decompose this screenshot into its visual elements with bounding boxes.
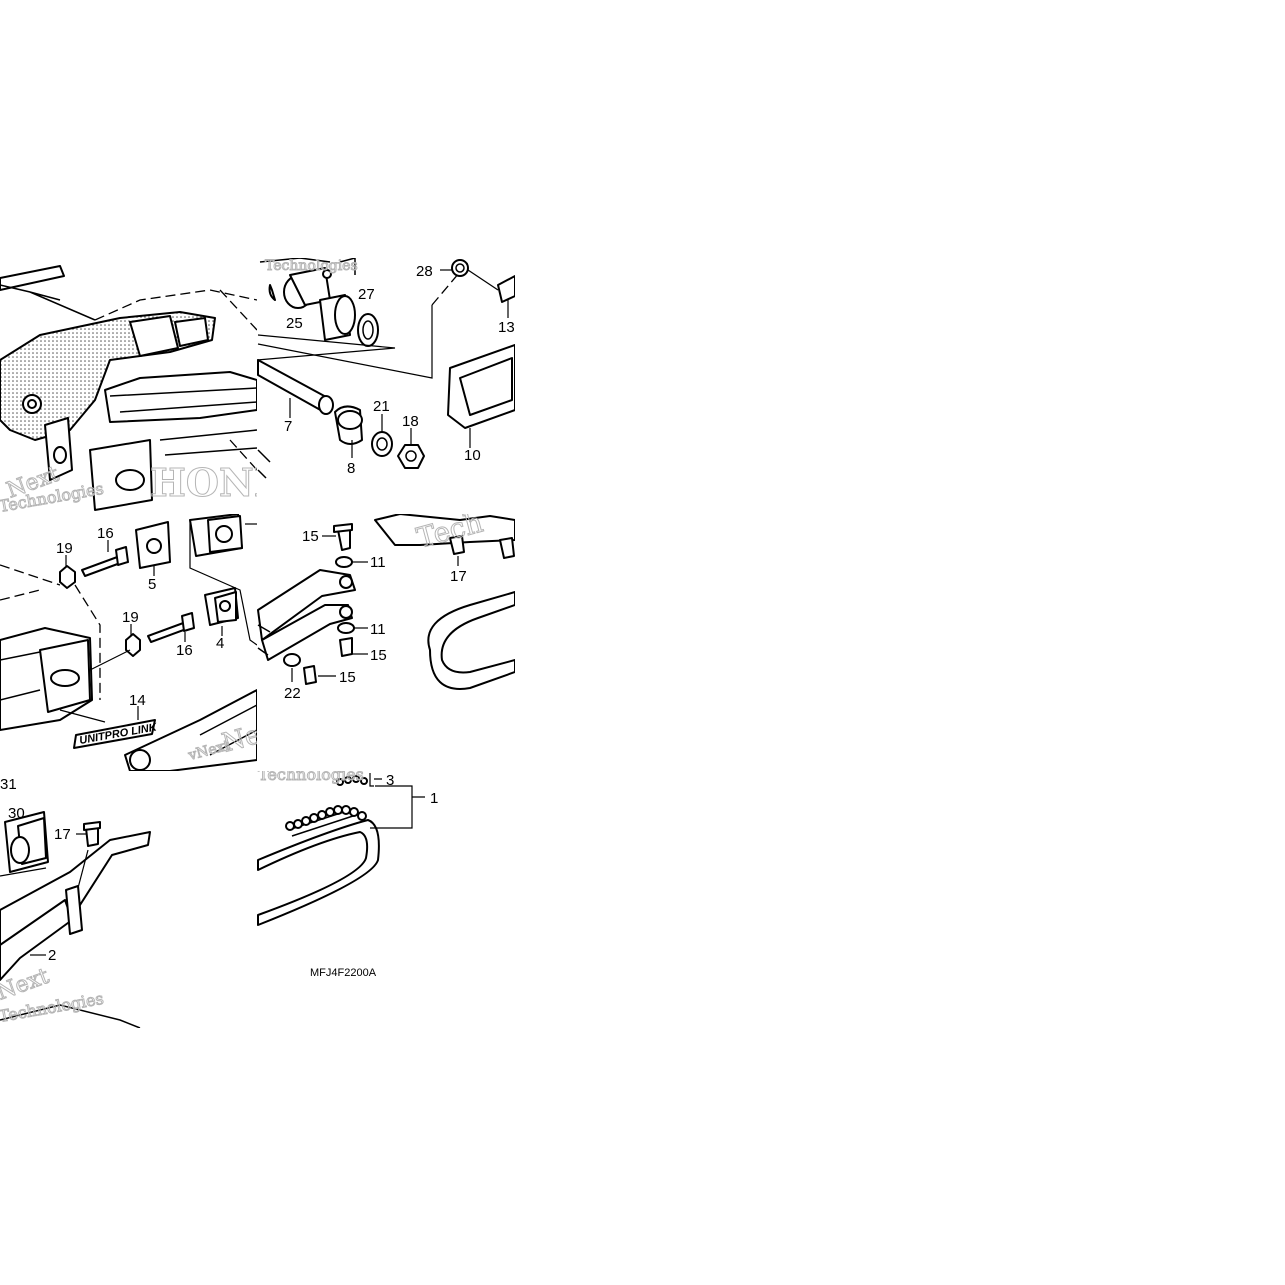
callout-25: 25 xyxy=(286,315,303,332)
callout-10: 10 xyxy=(464,447,481,464)
tile-pivot: Technologies xyxy=(257,258,515,479)
callout-7: 7 xyxy=(284,418,292,435)
callout-11-b: 11 xyxy=(370,621,386,638)
callout-13: 13 xyxy=(498,319,515,336)
callout-17-a: 17 xyxy=(450,568,467,585)
callout-17-b: 17 xyxy=(54,826,71,843)
chain-links xyxy=(285,805,367,831)
callout-31: 31 xyxy=(0,776,17,793)
callout-3: 3 xyxy=(386,772,394,789)
callout-15-a: 15 xyxy=(302,528,319,545)
tile-chain-case: Next Technologies xyxy=(0,811,151,1028)
callout-2: 2 xyxy=(48,947,56,964)
callout-27: 27 xyxy=(358,286,375,303)
tile-adjusters: UNITPRO LINK vNext Next xyxy=(0,514,257,771)
callout-1: 1 xyxy=(430,790,438,807)
callout-16-b: 16 xyxy=(176,642,193,659)
callout-15-c: 15 xyxy=(339,669,356,686)
watermark-technologies-f: Technologies xyxy=(258,765,364,784)
tile-swingarm: HONDA Next Technologies xyxy=(0,265,317,514)
watermark-technologies-b: Technologies xyxy=(265,258,358,274)
callout-30: 30 xyxy=(8,805,25,822)
drawing-code: MFJ4F2200A xyxy=(310,967,377,979)
callout-4: 4 xyxy=(216,635,224,652)
callout-labels: 28 13 27 25 7 21 18 8 10 19 16 5 15 11 1… xyxy=(0,263,515,964)
callout-19-b: 19 xyxy=(122,609,139,626)
callout-5: 5 xyxy=(148,576,156,593)
callout-21: 21 xyxy=(373,398,390,415)
callout-22: 22 xyxy=(284,685,301,702)
watermark-tech-d: Tech xyxy=(413,506,486,555)
callout-8: 8 xyxy=(347,460,355,477)
tile-drive-chain: Technologies MFJ4F2200A xyxy=(257,765,425,979)
callout-28: 28 xyxy=(416,263,433,280)
brand-mark: HONDA xyxy=(150,460,317,505)
decal-unitpro-link: UNITPRO LINK xyxy=(78,721,158,747)
callout-19-a: 19 xyxy=(56,540,73,557)
callout-18: 18 xyxy=(402,413,419,430)
callout-16-a: 16 xyxy=(97,525,114,542)
callout-11-a: 11 xyxy=(370,554,386,571)
callout-15-b: 15 xyxy=(370,647,387,664)
callout-14: 14 xyxy=(129,692,146,709)
